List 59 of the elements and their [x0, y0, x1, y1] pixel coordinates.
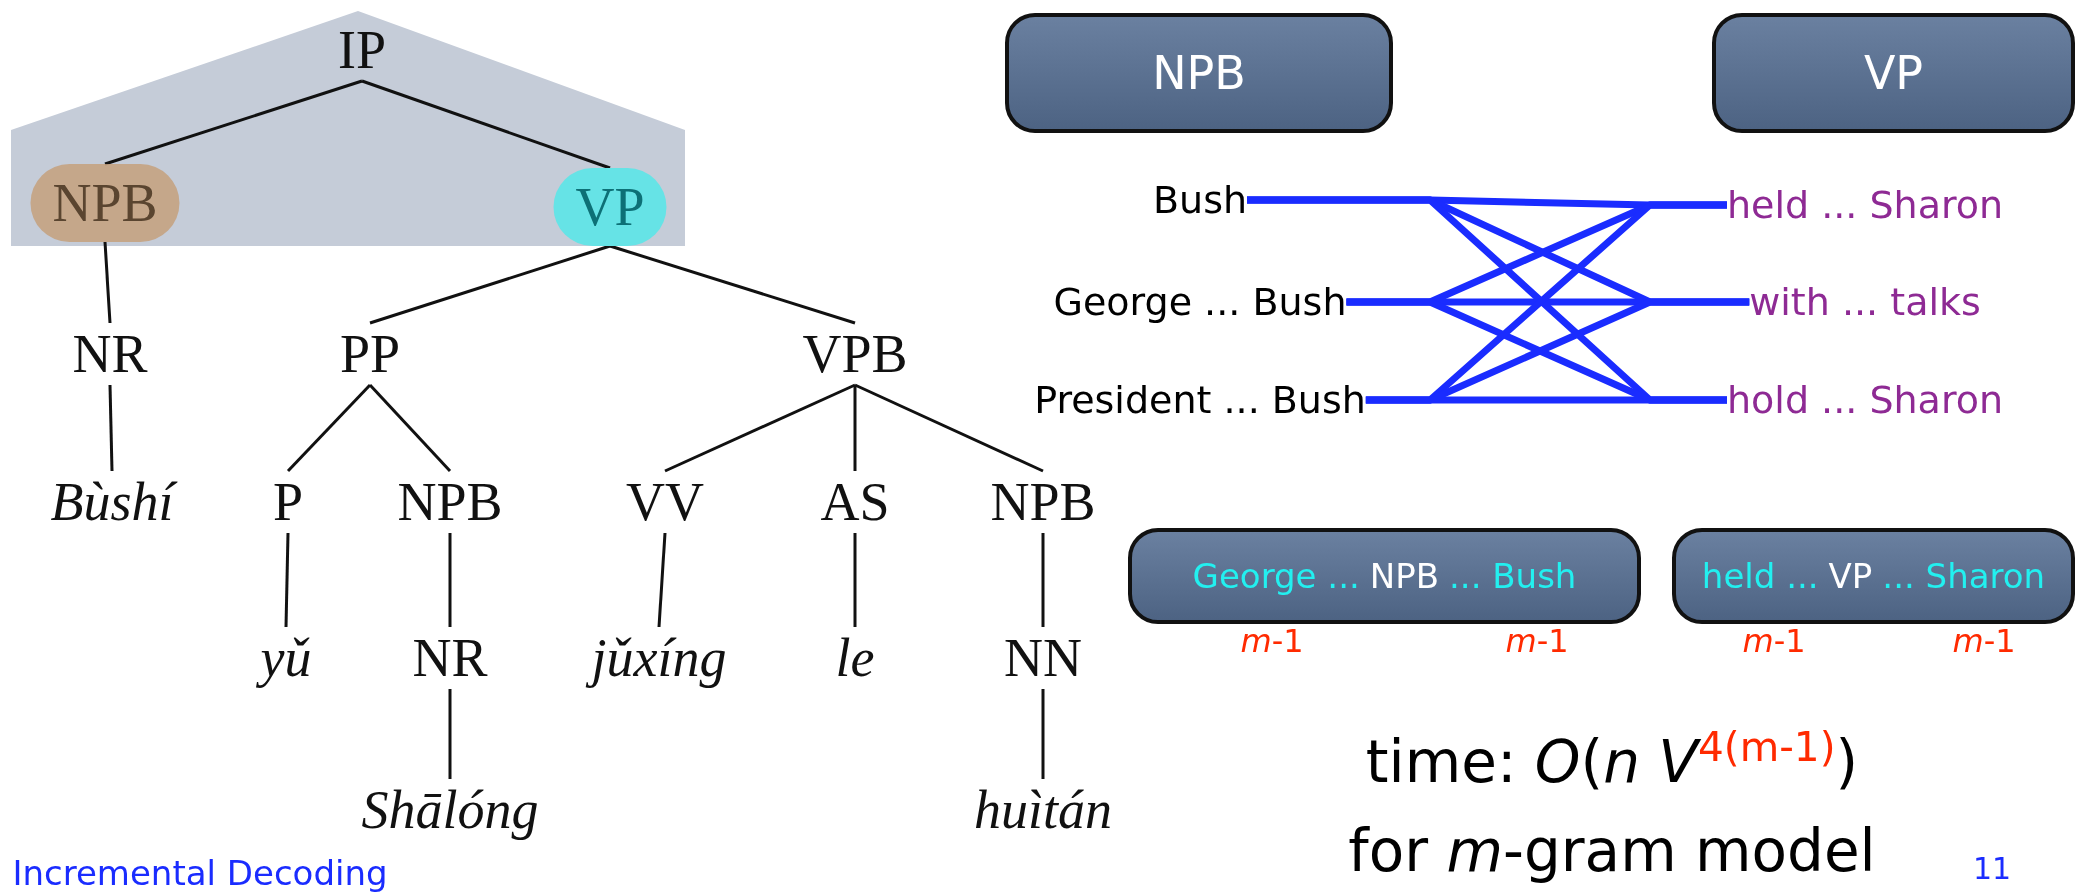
- connector-line: [368, 383, 452, 473]
- connector-line: [284, 532, 290, 628]
- order-label: m-1: [1952, 624, 2016, 660]
- tree-label: P: [269, 471, 307, 533]
- word-label: jǔxíng: [587, 627, 731, 689]
- word-label: huìtán: [970, 779, 1116, 841]
- category-box: NPB: [1005, 13, 1393, 133]
- box-text: NPB: [1369, 559, 1440, 593]
- connector-line: [361, 79, 611, 170]
- box-text: VP: [1828, 559, 1873, 593]
- footer-text: Incremental Decoding: [12, 855, 388, 893]
- order-label: m-1: [1240, 624, 1304, 660]
- connector-line: [103, 241, 112, 324]
- tree-label: NR: [68, 323, 152, 385]
- connector-line: [854, 383, 1044, 473]
- box-text: ... Sharon: [1882, 559, 2046, 593]
- box-text: ... Bush: [1449, 559, 1577, 593]
- category-box: VP: [1712, 13, 2075, 133]
- connector-line: [104, 79, 363, 166]
- phrase-label: hold ... Sharon: [1727, 375, 2003, 425]
- word-label: yǔ: [256, 627, 316, 689]
- order-label: m-1: [1742, 624, 1806, 660]
- tree-label: NPB: [986, 471, 1100, 533]
- order-label: m-1: [1505, 624, 1569, 660]
- phrase-label: President ... Bush: [1034, 375, 1366, 425]
- tree-label: IP: [334, 19, 390, 81]
- phrase-label: with ... talks: [1749, 277, 1981, 327]
- tree-label: VV: [622, 471, 708, 533]
- box-text: George ...: [1192, 559, 1360, 593]
- tree-label: NN: [1000, 627, 1086, 689]
- page-number: 11: [1972, 851, 2012, 885]
- formula-text: time: O(n V$^{4(m-1)}$): [1365, 725, 1859, 795]
- word-label: le: [831, 627, 879, 689]
- tree-label: NPB: [393, 471, 507, 533]
- connector-line: [1041, 533, 1045, 627]
- connector-line: [286, 383, 372, 473]
- connector-line: [853, 533, 857, 627]
- box-text: held ...: [1701, 559, 1819, 593]
- phrase-label: George ... Bush: [1053, 277, 1347, 327]
- tree-label: NR: [408, 627, 492, 689]
- connector-line: [657, 532, 667, 628]
- connector-line: [369, 244, 611, 325]
- word-label: Bùshí: [46, 471, 178, 533]
- caption-text: for m-gram model: [1348, 820, 1876, 884]
- phrase-label: Bush: [1153, 175, 1247, 225]
- connector-line: [609, 244, 856, 325]
- category-box: [1128, 528, 1641, 624]
- category-box: [1672, 528, 2075, 624]
- connector-line: [853, 385, 857, 471]
- tree-label: PP: [335, 323, 405, 385]
- connector-line: [108, 384, 114, 472]
- connector-line: [1041, 689, 1045, 779]
- word-label: Shālóng: [357, 779, 543, 841]
- tree-label: AS: [816, 471, 894, 533]
- phrase-label: held ... Sharon: [1726, 180, 2004, 230]
- connector-line: [448, 689, 452, 779]
- connector-line: [448, 533, 452, 627]
- connector-line: [664, 383, 856, 473]
- tree-label: VPB: [798, 323, 912, 385]
